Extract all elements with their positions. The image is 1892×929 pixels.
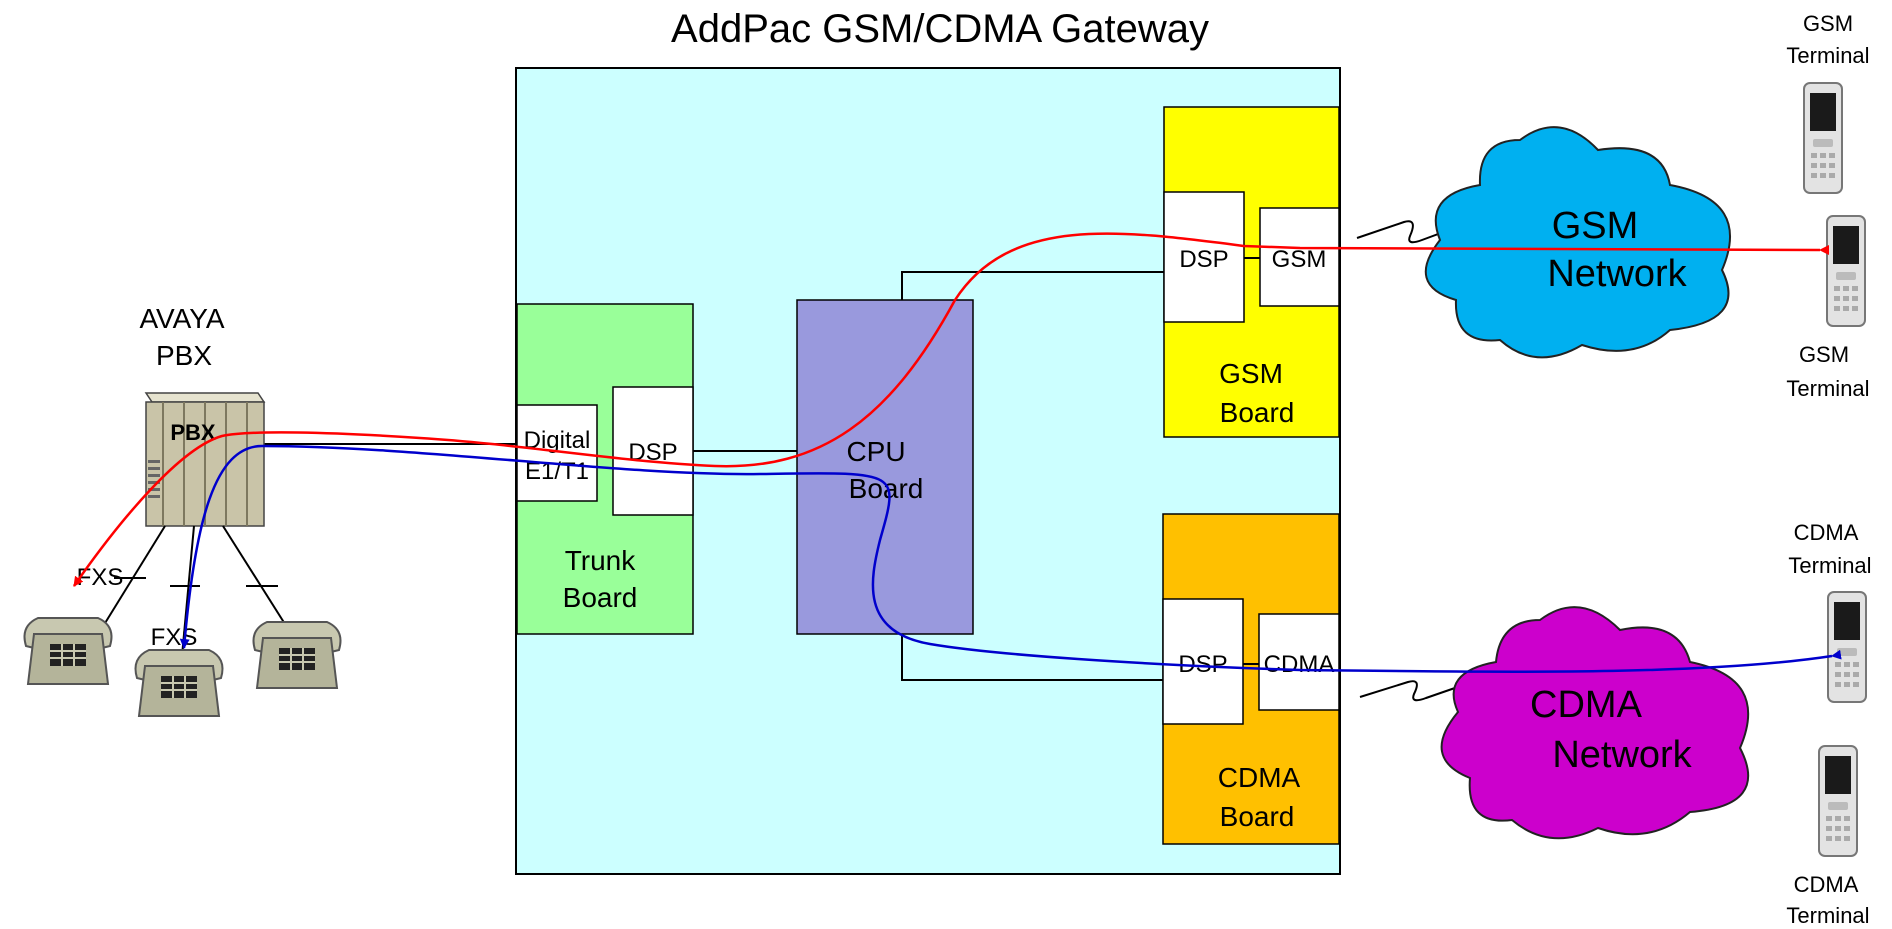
gsm-network-label-2: Network	[1547, 253, 1687, 295]
cpu-board	[796, 299, 974, 635]
cdma-network-label-1: CDMA	[1530, 684, 1643, 726]
gsm-terminal-icon-1	[1803, 82, 1843, 194]
desk-phone-icon-1	[23, 617, 113, 685]
desk-phone-icon-2	[134, 649, 224, 717]
cpu-board-label-1: CPU	[846, 436, 905, 467]
cdma-network-label-2: Network	[1552, 734, 1692, 776]
fxs-label-2: FXS	[151, 624, 198, 651]
gsm-board-label-1: GSM	[1219, 358, 1283, 389]
terminal-label-4a: CDMA	[1794, 872, 1859, 897]
cdma-wireless-link-icon	[1359, 679, 1479, 702]
terminal-label-3b: Terminal	[1788, 553, 1871, 578]
cdma-module-box	[1258, 613, 1340, 711]
cdma-module-label: CDMA	[1264, 651, 1335, 678]
pbx-caption-2: PBX	[156, 340, 212, 371]
gsm-wireless-link-icon	[1356, 219, 1477, 244]
cdma-board-label-2: Board	[1220, 801, 1295, 832]
cdma-terminal-icon-1	[1827, 591, 1867, 703]
gsm-terminal-icon-2	[1826, 215, 1866, 327]
gsm-network-label-1: GSM	[1552, 205, 1639, 247]
gsm-dsp-label: DSP	[1179, 246, 1228, 273]
fxs-label-1: FXS	[77, 564, 124, 591]
desk-phone-icon-3	[252, 621, 342, 689]
gsm-call-path	[72, 232, 1830, 587]
pbx-cabinet-icon	[144, 392, 266, 527]
terminal-label-1a: GSM	[1803, 11, 1853, 36]
terminal-label-1b: Terminal	[1786, 43, 1869, 68]
trunk-board-label-1: Trunk	[565, 545, 637, 576]
cpu-board-label-2: Board	[849, 473, 924, 504]
gsm-board-label-2: Board	[1220, 397, 1295, 428]
cdma-board-label-1: CDMA	[1218, 762, 1301, 793]
gsm-module-label: GSM	[1272, 246, 1327, 273]
diagram-title: AddPac GSM/CDMA Gateway	[671, 7, 1209, 51]
terminal-label-2b: Terminal	[1786, 376, 1869, 401]
terminal-label-3a: CDMA	[1794, 520, 1859, 545]
trunk-board-label-2: Board	[563, 582, 638, 613]
cdma-terminal-icon-2	[1818, 745, 1858, 857]
terminal-label-2a: GSM	[1799, 342, 1849, 367]
terminal-label-4b: Terminal	[1786, 903, 1869, 928]
cdma-dsp-box	[1162, 598, 1244, 725]
digital-label: Digital	[524, 427, 591, 454]
cdma-call-path	[179, 444, 1842, 673]
pbx-caption-1: AVAYA	[139, 303, 224, 334]
